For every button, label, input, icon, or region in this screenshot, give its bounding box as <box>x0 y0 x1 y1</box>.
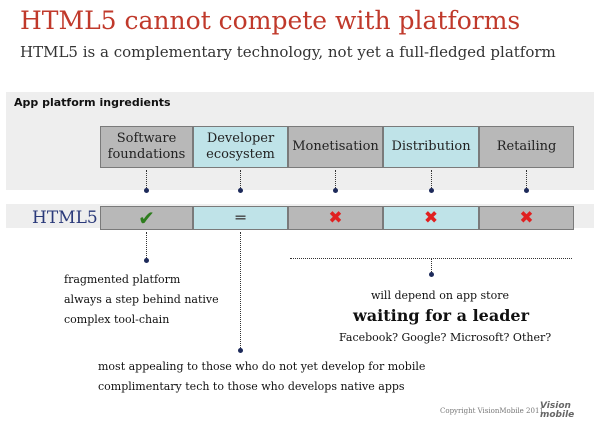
connector-dot <box>144 188 149 193</box>
note-candidates: Facebook? Google? Microsoft? Other? <box>339 331 552 344</box>
visionmobile-logo: Vision mobile <box>540 402 574 420</box>
equals-icon: ═ <box>235 208 246 227</box>
cross-icon: ✖ <box>328 208 343 228</box>
connector-line <box>240 170 241 190</box>
connector-dot <box>524 188 529 193</box>
html5-mark-cell: ✖ <box>479 206 574 230</box>
html5-label: HTML5 <box>32 208 98 228</box>
ingredient-monetisation: Monetisation <box>288 126 383 168</box>
note-tool-chain: complex tool-chain <box>64 313 170 326</box>
page-title: HTML5 cannot compete with platforms <box>20 6 521 35</box>
connector-dot <box>333 188 338 193</box>
note-most-appealing: most appealing to those who do not yet d… <box>98 360 426 373</box>
copyright: Copyright VisionMobile 2011 <box>440 407 544 415</box>
page-subtitle: HTML5 is a complementary technology, not… <box>20 43 556 61</box>
connector-line <box>335 170 336 190</box>
connector-line <box>431 170 432 190</box>
cross-icon: ✖ <box>423 208 439 228</box>
html5-mark-cell: ✖ <box>383 206 479 230</box>
note-complimentary: complimentary tech to those who develops… <box>98 380 405 393</box>
connector-dot <box>429 188 434 193</box>
note-waiting-leader: waiting for a leader <box>353 306 529 325</box>
logo-line1: Vision <box>540 401 571 411</box>
connector-dot <box>238 348 243 353</box>
ingredient-distribution: Distribution <box>383 126 479 168</box>
connector-line <box>526 170 527 190</box>
note-app-store: will depend on app store <box>371 289 509 302</box>
connector-dot <box>238 188 243 193</box>
logo-line2: mobile <box>540 410 575 420</box>
section-label: App platform ingredients <box>14 96 171 109</box>
cross-icon: ✖ <box>519 208 534 228</box>
html5-mark-cell: ✖ <box>288 206 383 230</box>
note-behind-native: always a step behind native <box>64 293 219 306</box>
html5-mark-cell: ═ <box>193 206 288 230</box>
html5-mark-cell: ✔ <box>100 206 193 230</box>
ingredient-developer-ecosystem: Developer ecosystem <box>193 126 288 168</box>
connector-dot <box>144 258 149 263</box>
connector-dot <box>429 272 434 277</box>
ingredient-retailing: Retailing <box>479 126 574 168</box>
ingredient-software-foundations: Software foundations <box>100 126 193 168</box>
note-fragmented: fragmented platform <box>64 273 181 286</box>
connector-line <box>431 258 432 274</box>
connector-line <box>146 170 147 190</box>
connector-line <box>146 232 147 260</box>
connector-line <box>240 232 241 350</box>
check-icon: ✔ <box>138 206 155 230</box>
